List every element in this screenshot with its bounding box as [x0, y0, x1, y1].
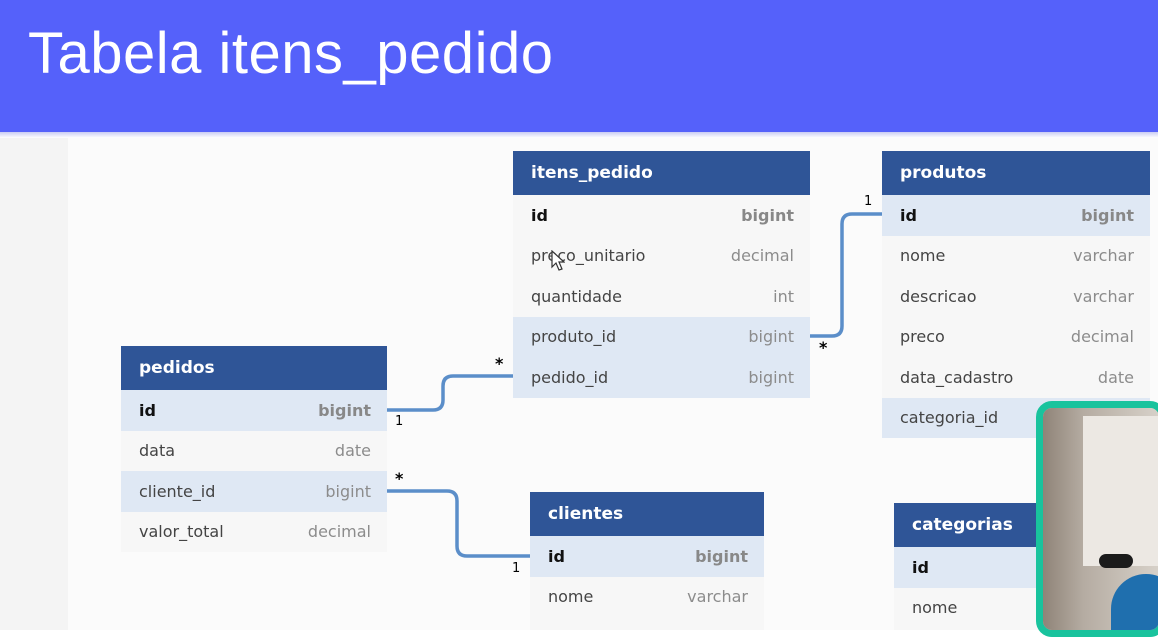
- column-row: descricao varchar: [882, 276, 1150, 317]
- column-name: preco_unitario: [531, 246, 646, 266]
- cardinality-pedidos-cliente: *: [395, 469, 404, 488]
- slide-header: Tabela itens_pedido: [0, 0, 1158, 132]
- column-name: data_cadastro: [900, 367, 1014, 387]
- column-name: id: [912, 557, 929, 577]
- column-type: bigint: [741, 205, 794, 225]
- column-row: data_cadastro date: [882, 357, 1150, 398]
- column-type: bigint: [748, 327, 794, 347]
- column-type: varchar: [1073, 286, 1134, 306]
- relation-line-cliente: [387, 489, 530, 558]
- webcam-whiteboard: [1083, 416, 1158, 566]
- table-pedidos-title: pedidos: [121, 346, 387, 390]
- slide-title: Tabela itens_pedido: [28, 21, 554, 86]
- column-name: id: [548, 546, 565, 566]
- column-row: id bigint: [513, 195, 810, 236]
- column-row: id bigint: [882, 195, 1150, 236]
- column-type: bigint: [325, 481, 371, 501]
- column-type: varchar: [1073, 246, 1134, 266]
- column-name: nome: [548, 587, 594, 607]
- column-row: valor_total decimal: [121, 512, 387, 553]
- column-type: bigint: [695, 546, 748, 566]
- column-type: int: [773, 286, 794, 306]
- column-name: quantidade: [531, 286, 622, 306]
- column-name: id: [531, 205, 548, 225]
- table-pedidos: pedidos id bigint data date cliente_id bigi…: [121, 346, 387, 552]
- column-type: date: [334, 441, 371, 461]
- column-type: varchar: [687, 587, 748, 607]
- column-row: nome: [894, 588, 1094, 629]
- column-name: nome: [912, 598, 958, 618]
- column-row: id bigint: [121, 390, 387, 431]
- column-type: bigint: [1081, 205, 1134, 225]
- cardinality-itens-pedido: *: [495, 354, 504, 373]
- table-produtos-title: produtos: [882, 151, 1150, 195]
- column-name: categoria_id: [900, 408, 999, 428]
- cardinality-clientes: 1: [512, 561, 521, 576]
- table-itens-pedido: itens_pedido id bigint preco_unitario deci…: [513, 151, 810, 398]
- table-clientes-title: clientes: [530, 492, 764, 536]
- header-shadow: [0, 132, 1158, 138]
- cardinality-itens-produto: *: [819, 338, 828, 357]
- column-row: preco decimal: [882, 317, 1150, 358]
- column-type: decimal: [1070, 327, 1134, 347]
- column-type: decimal: [307, 522, 371, 542]
- column-row: produto_id bigint: [513, 316, 810, 357]
- column-type: bigint: [318, 400, 371, 420]
- column-row: nome varchar: [882, 236, 1150, 277]
- column-row: pedido_id bigint: [513, 357, 810, 398]
- table-itens-pedido-title: itens_pedido: [513, 151, 810, 195]
- column-type: decimal: [730, 246, 794, 266]
- column-name: cliente_id: [139, 481, 216, 501]
- column-name: valor_total: [139, 522, 224, 542]
- webcam-overlay: [1036, 401, 1158, 637]
- column-name: preco: [900, 327, 945, 347]
- column-row: id bigint: [530, 536, 764, 577]
- column-name: pedido_id: [531, 367, 609, 387]
- table-produtos: produtos id bigint nome varchar descricao v…: [882, 151, 1150, 438]
- table-clientes: clientes id bigint nome varchar: [530, 492, 764, 630]
- column-name: descricao: [900, 286, 977, 306]
- relation-line-produto: [810, 212, 882, 338]
- column-row: data date: [121, 431, 387, 472]
- column-row: cliente_id bigint: [121, 471, 387, 512]
- webcam-person-hair: [1099, 554, 1133, 568]
- column-name: id: [139, 400, 156, 420]
- column-row: quantidade int: [513, 276, 810, 317]
- relation-line-pedido: [387, 374, 513, 412]
- cardinality-produtos: 1: [864, 194, 873, 209]
- column-name: produto_id: [531, 327, 617, 347]
- column-row: nome varchar: [530, 577, 764, 618]
- cardinality-pedidos: 1: [395, 414, 404, 429]
- column-name: nome: [900, 246, 946, 266]
- mouse-cursor-icon: [551, 250, 565, 271]
- column-type: date: [1097, 367, 1134, 387]
- left-gutter: [0, 138, 68, 630]
- column-name: data: [139, 441, 176, 461]
- column-type: bigint: [748, 367, 794, 387]
- column-name: id: [900, 205, 917, 225]
